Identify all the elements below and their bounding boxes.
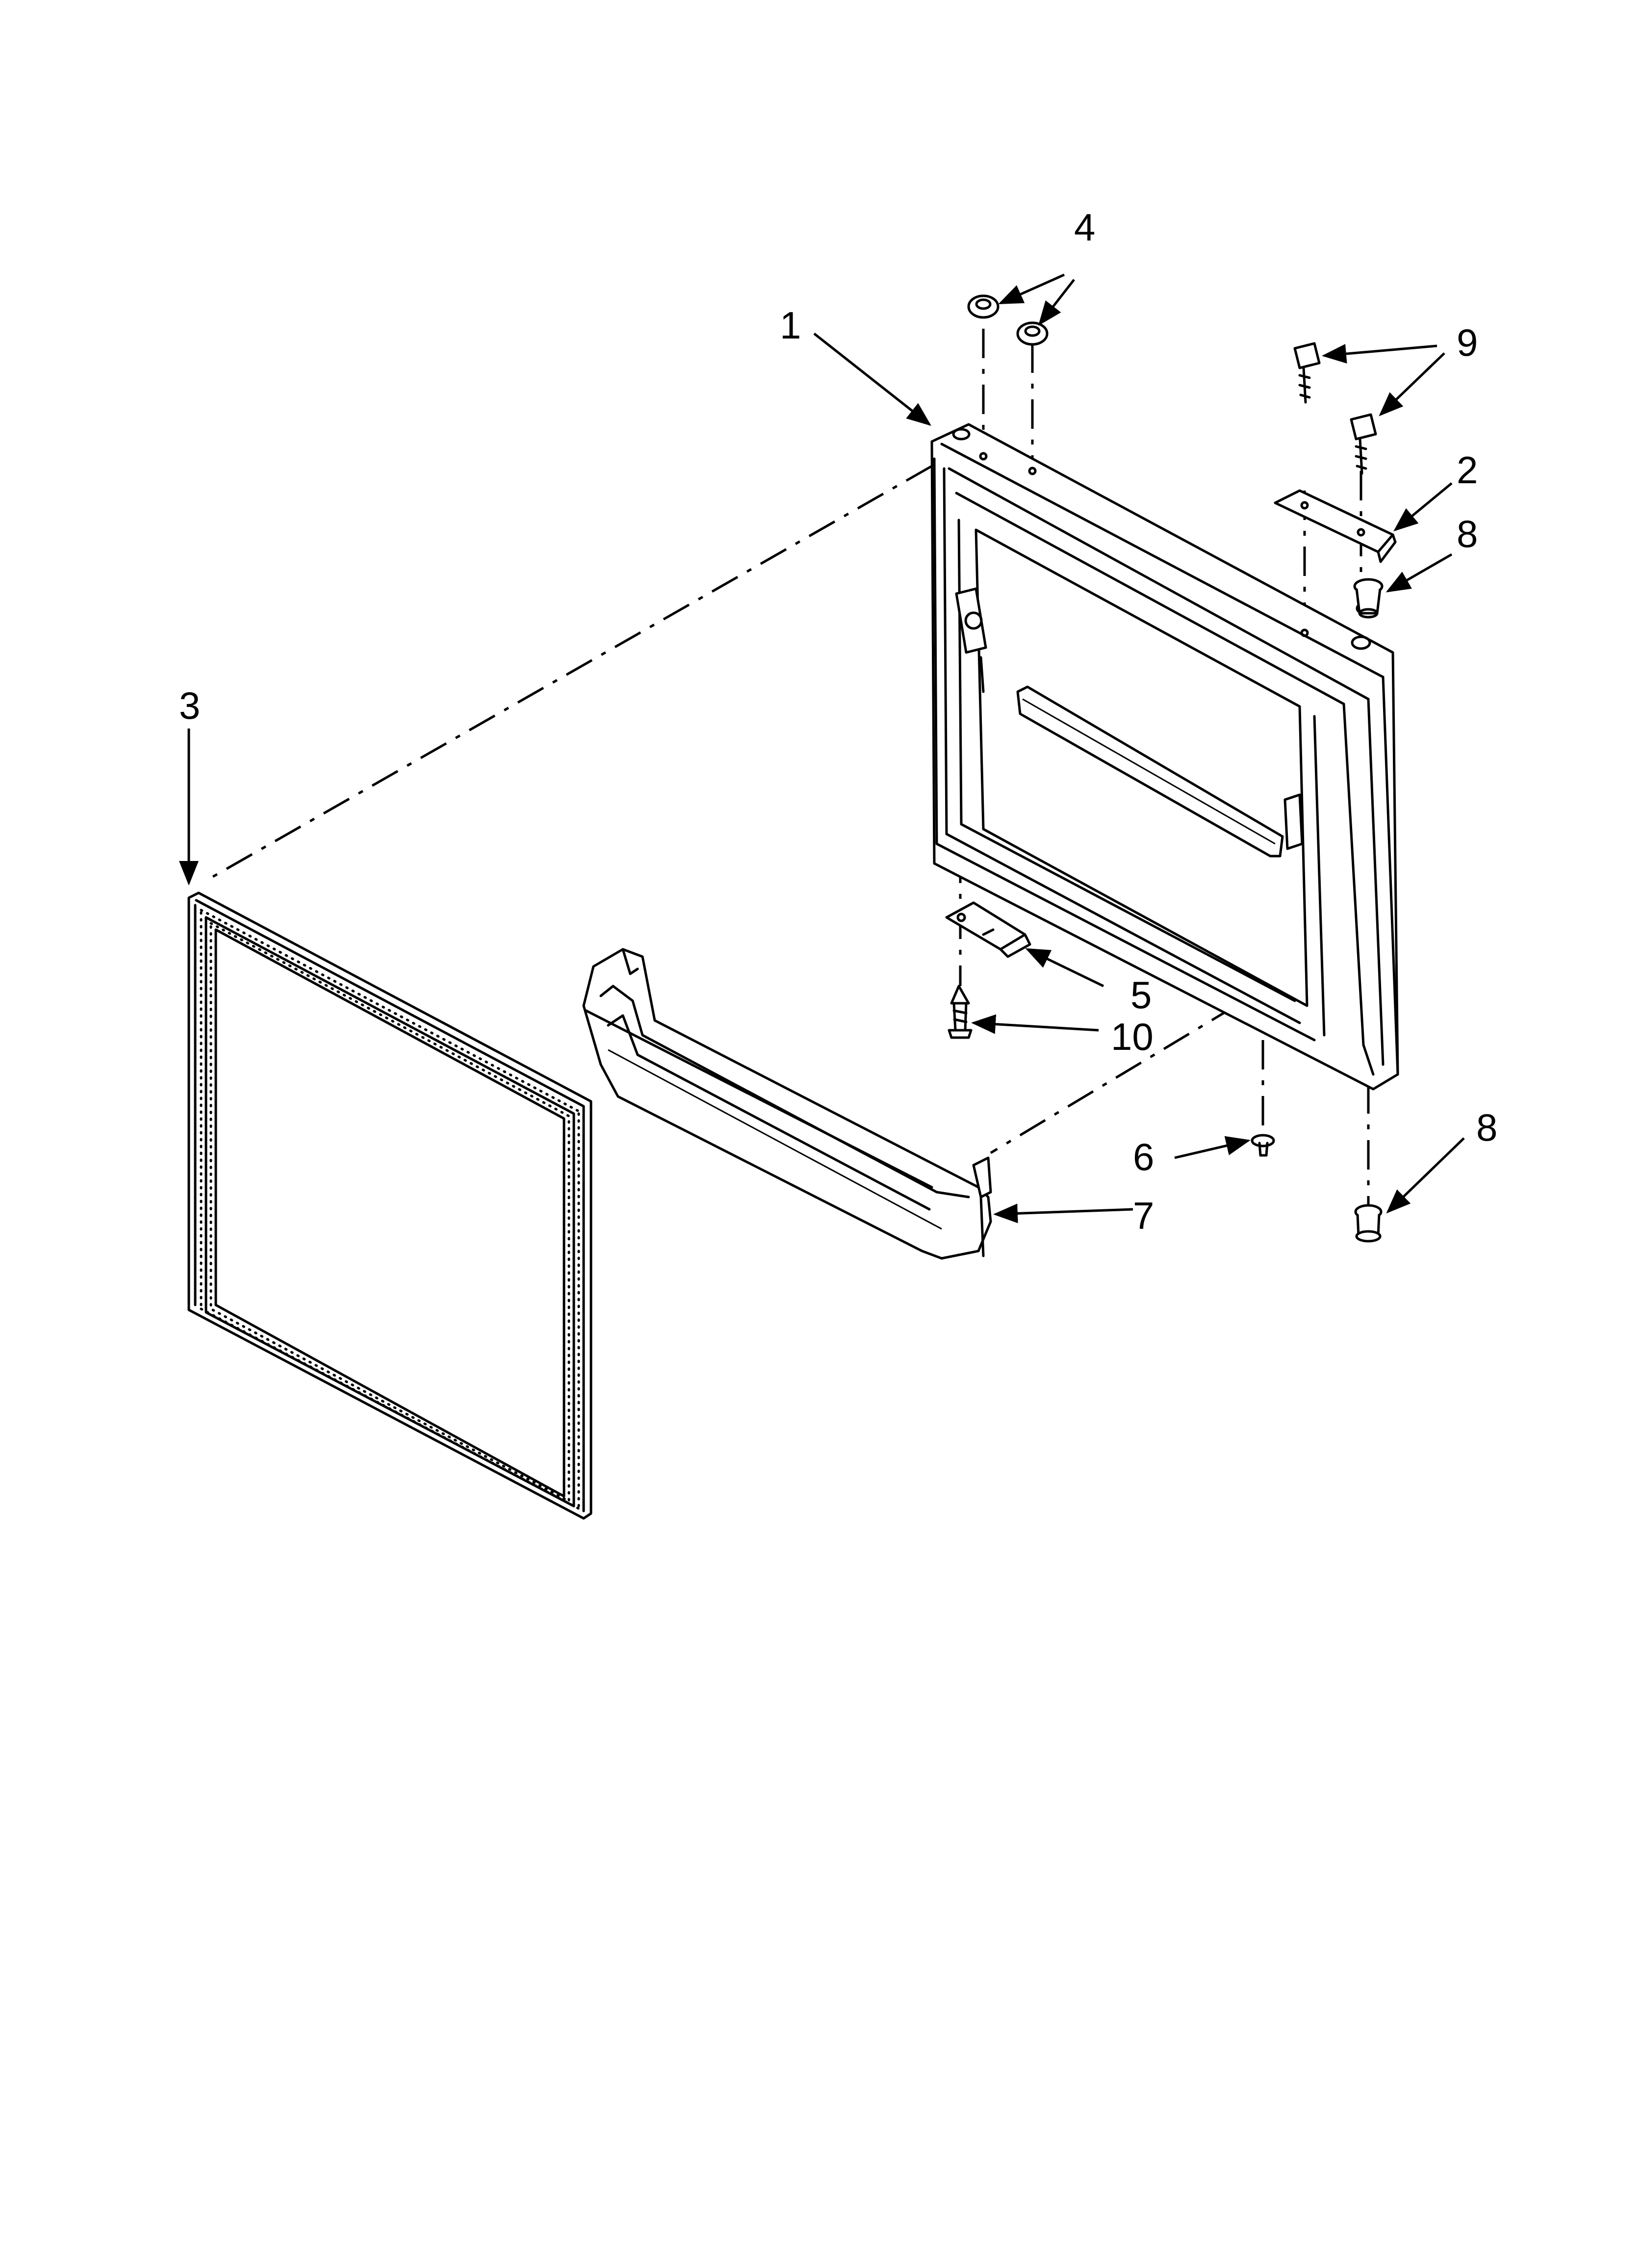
callout-labels: 1 4 9 2 8 3 5 10 6 7 8 — [179, 206, 1497, 1237]
callout-7: 7 — [1133, 1194, 1154, 1237]
callout-9: 9 — [1457, 321, 1478, 364]
callout-8-upper: 8 — [1457, 512, 1478, 555]
callout-leaders — [179, 273, 1465, 1224]
bushing-lower — [1354, 1204, 1383, 1243]
callout-10: 10 — [1111, 1015, 1154, 1058]
callout-4: 4 — [1074, 206, 1095, 249]
door-panel — [930, 423, 1399, 1091]
door-gasket — [187, 891, 592, 1520]
lower-hinge-bracket — [945, 901, 1031, 958]
bushing-upper — [1353, 578, 1384, 619]
callout-1: 1 — [780, 304, 801, 347]
callout-6: 6 — [1133, 1135, 1154, 1178]
callout-2: 2 — [1457, 448, 1478, 492]
callout-3: 3 — [179, 684, 200, 727]
hinge-screws — [1293, 342, 1377, 475]
hinge-plate — [1274, 489, 1397, 563]
door-stop — [1251, 1134, 1275, 1157]
door-shelf — [582, 948, 992, 1260]
hinge-pin-screw — [948, 985, 973, 1039]
callout-5: 5 — [1130, 973, 1152, 1017]
callout-8-lower: 8 — [1476, 1106, 1497, 1149]
plug-parts — [967, 294, 1049, 346]
